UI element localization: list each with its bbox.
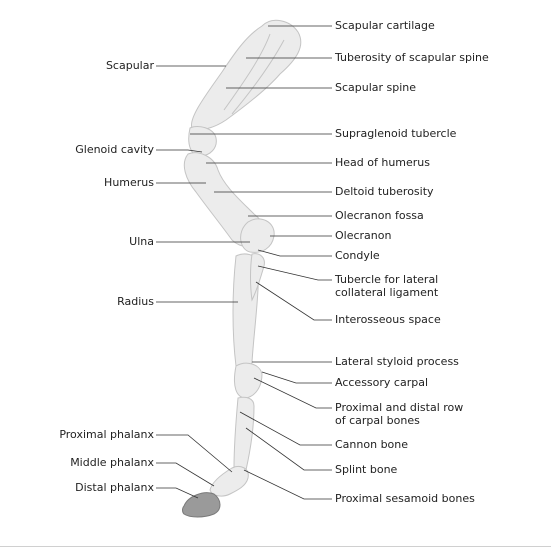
leader-line-middle-phalanx bbox=[156, 462, 215, 487]
label-scapular-spine: Scapular spine bbox=[335, 81, 416, 94]
label-text-interosseous-space: Interosseous space bbox=[335, 313, 441, 326]
label-condyle: Condyle bbox=[335, 249, 380, 262]
leader-line-interosseous-space bbox=[255, 281, 332, 321]
label-text2-carpal-bones: of carpal bones bbox=[335, 414, 420, 427]
label-olecranon: Olecranon bbox=[335, 229, 391, 242]
label-distal-phalanx: Distal phalanx bbox=[75, 481, 154, 494]
label-deltoid-tuberosity: Deltoid tuberosity bbox=[335, 185, 434, 198]
label-text-deltoid-tuberosity: Deltoid tuberosity bbox=[335, 185, 434, 198]
label-accessory-carpal: Accessory carpal bbox=[335, 376, 428, 389]
label-radius: Radius bbox=[117, 295, 154, 308]
label-ulna: Ulna bbox=[129, 235, 154, 248]
label-text-condyle: Condyle bbox=[335, 249, 380, 262]
shoulder-joint bbox=[188, 125, 217, 157]
label-text-tubercle-lateral-collateral: Tubercle for lateral bbox=[335, 273, 439, 286]
label-text-scapular-spine: Scapular spine bbox=[335, 81, 417, 94]
leader-line-cannon-bone bbox=[239, 411, 332, 446]
label-proximal-sesamoid-bones: Proximal sesamoid bones bbox=[335, 492, 475, 505]
label-text-lateral-styloid-process: Lateral styloid process bbox=[335, 355, 459, 368]
label-text-splint-bone: Splint bone bbox=[335, 463, 398, 476]
label-supraglenoid-tubercle: Supraglenoid tubercle bbox=[335, 127, 456, 140]
bones-group bbox=[183, 19, 302, 497]
label-olecranon-fossa: Olecranon fossa bbox=[335, 209, 424, 222]
label-text2-tubercle-lateral-collateral: collateral ligament bbox=[335, 286, 439, 299]
label-scapular-cartilage: Scapular cartilage bbox=[335, 19, 435, 32]
leader-line-accessory-carpal bbox=[261, 371, 332, 384]
elbow-olecranon bbox=[240, 218, 275, 253]
label-text-scapular-cartilage: Scapular cartilage bbox=[335, 19, 435, 32]
label-text-olecranon: Olecranon bbox=[335, 229, 392, 242]
carpus-bones bbox=[233, 362, 263, 399]
label-scapular: Scapular bbox=[105, 59, 154, 72]
label-text-carpal-bones: Proximal and distal row bbox=[335, 401, 464, 414]
label-glenoid-cavity: Glenoid cavity bbox=[75, 143, 154, 156]
label-text-olecranon-fossa: Olecranon fossa bbox=[335, 209, 424, 222]
leader-line-condyle bbox=[257, 249, 332, 257]
label-head-of-humerus: Head of humerus bbox=[335, 156, 430, 169]
label-text-supraglenoid-tubercle: Supraglenoid tubercle bbox=[335, 127, 457, 140]
label-text-head-of-humerus: Head of humerus bbox=[335, 156, 431, 169]
label-proximal-phalanx: Proximal phalanx bbox=[59, 428, 154, 441]
label-text-cannon-bone: Cannon bone bbox=[335, 438, 409, 451]
leader-line-carpal-bones bbox=[253, 377, 332, 409]
leader-line-tubercle-lateral-collateral bbox=[257, 265, 332, 281]
leader-line-splint-bone bbox=[245, 427, 332, 471]
label-cannon-bone: Cannon bone bbox=[335, 438, 408, 451]
ulna-bone bbox=[250, 253, 265, 302]
leader-line-proximal-phalanx bbox=[156, 434, 233, 473]
label-text-proximal-sesamoid-bones: Proximal sesamoid bones bbox=[335, 492, 475, 505]
hoof-distal-phalanx bbox=[182, 492, 221, 518]
phalanges bbox=[209, 465, 249, 497]
leader-line-distal-phalanx bbox=[156, 487, 199, 499]
label-text-accessory-carpal: Accessory carpal bbox=[335, 376, 429, 389]
label-tuberosity-of-scapular-spine: Tuberosity of scapular spine bbox=[335, 51, 489, 64]
leader-lines bbox=[156, 25, 332, 500]
bottom-rule bbox=[0, 546, 551, 547]
leader-line-glenoid-cavity bbox=[156, 149, 203, 153]
scapular-spine-ridge bbox=[223, 33, 271, 111]
label-interosseous-space: Interosseous space bbox=[335, 313, 441, 326]
label-lateral-styloid-process: Lateral styloid process bbox=[335, 355, 459, 368]
scapular-spine-ridge-2 bbox=[231, 39, 285, 115]
cannon-bone-shape bbox=[233, 396, 255, 475]
leader-line-proximal-sesamoid-bones bbox=[243, 469, 332, 500]
label-splint-bone: Splint bone bbox=[335, 463, 397, 476]
label-text-tuberosity-of-scapular-spine: Tuberosity of scapular spine bbox=[335, 51, 489, 64]
label-middle-phalanx: Middle phalanx bbox=[70, 456, 154, 469]
label-humerus: Humerus bbox=[104, 176, 154, 189]
scapula-bone bbox=[191, 19, 302, 131]
